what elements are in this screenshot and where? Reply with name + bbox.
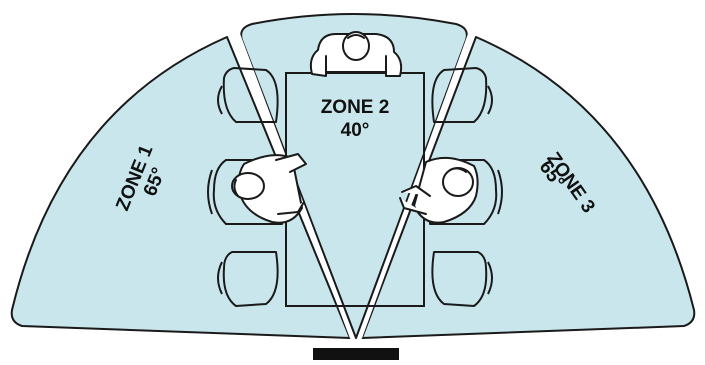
camera-device-icon bbox=[313, 348, 399, 360]
chair-icon bbox=[217, 67, 279, 123]
chair-icon bbox=[431, 251, 493, 307]
zone-3-sector bbox=[361, 36, 696, 339]
chair-icon bbox=[429, 159, 503, 225]
zone-2-sector bbox=[240, 13, 468, 339]
chair-icon bbox=[217, 251, 279, 307]
person-seated-icon bbox=[399, 156, 479, 224]
person-seated-icon bbox=[231, 153, 307, 224]
zone-2-angle: 40° bbox=[341, 120, 370, 141]
zone-2-label: ZONE 2 bbox=[321, 97, 390, 118]
chair-icon bbox=[431, 67, 493, 123]
chair-icon bbox=[207, 159, 283, 225]
person-seated-icon bbox=[309, 31, 403, 77]
zone-1-sector bbox=[10, 36, 351, 339]
